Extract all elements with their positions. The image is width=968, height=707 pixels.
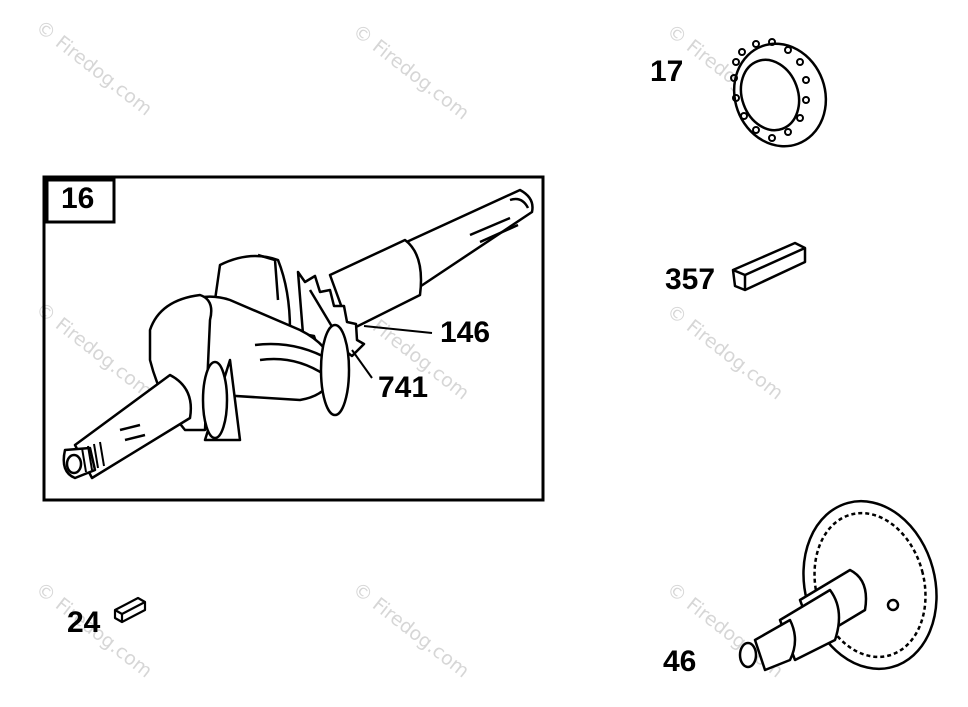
bearing-icon <box>730 38 828 148</box>
callout-46: 46 <box>663 645 697 678</box>
callout-741: 741 <box>378 371 429 404</box>
leader-lines <box>351 325 433 379</box>
callout-24: 24 <box>67 606 101 639</box>
callout-146: 146 <box>440 316 491 349</box>
crankshaft-assembly-box <box>42 175 545 502</box>
key-small-icon <box>113 596 147 624</box>
key-large-icon <box>731 241 807 292</box>
callout-17: 17 <box>650 55 684 88</box>
box-label-16: 16 <box>61 182 95 215</box>
crankshaft-icon <box>62 188 534 480</box>
callout-357: 357 <box>665 263 716 296</box>
camshaft-icon <box>738 499 938 672</box>
